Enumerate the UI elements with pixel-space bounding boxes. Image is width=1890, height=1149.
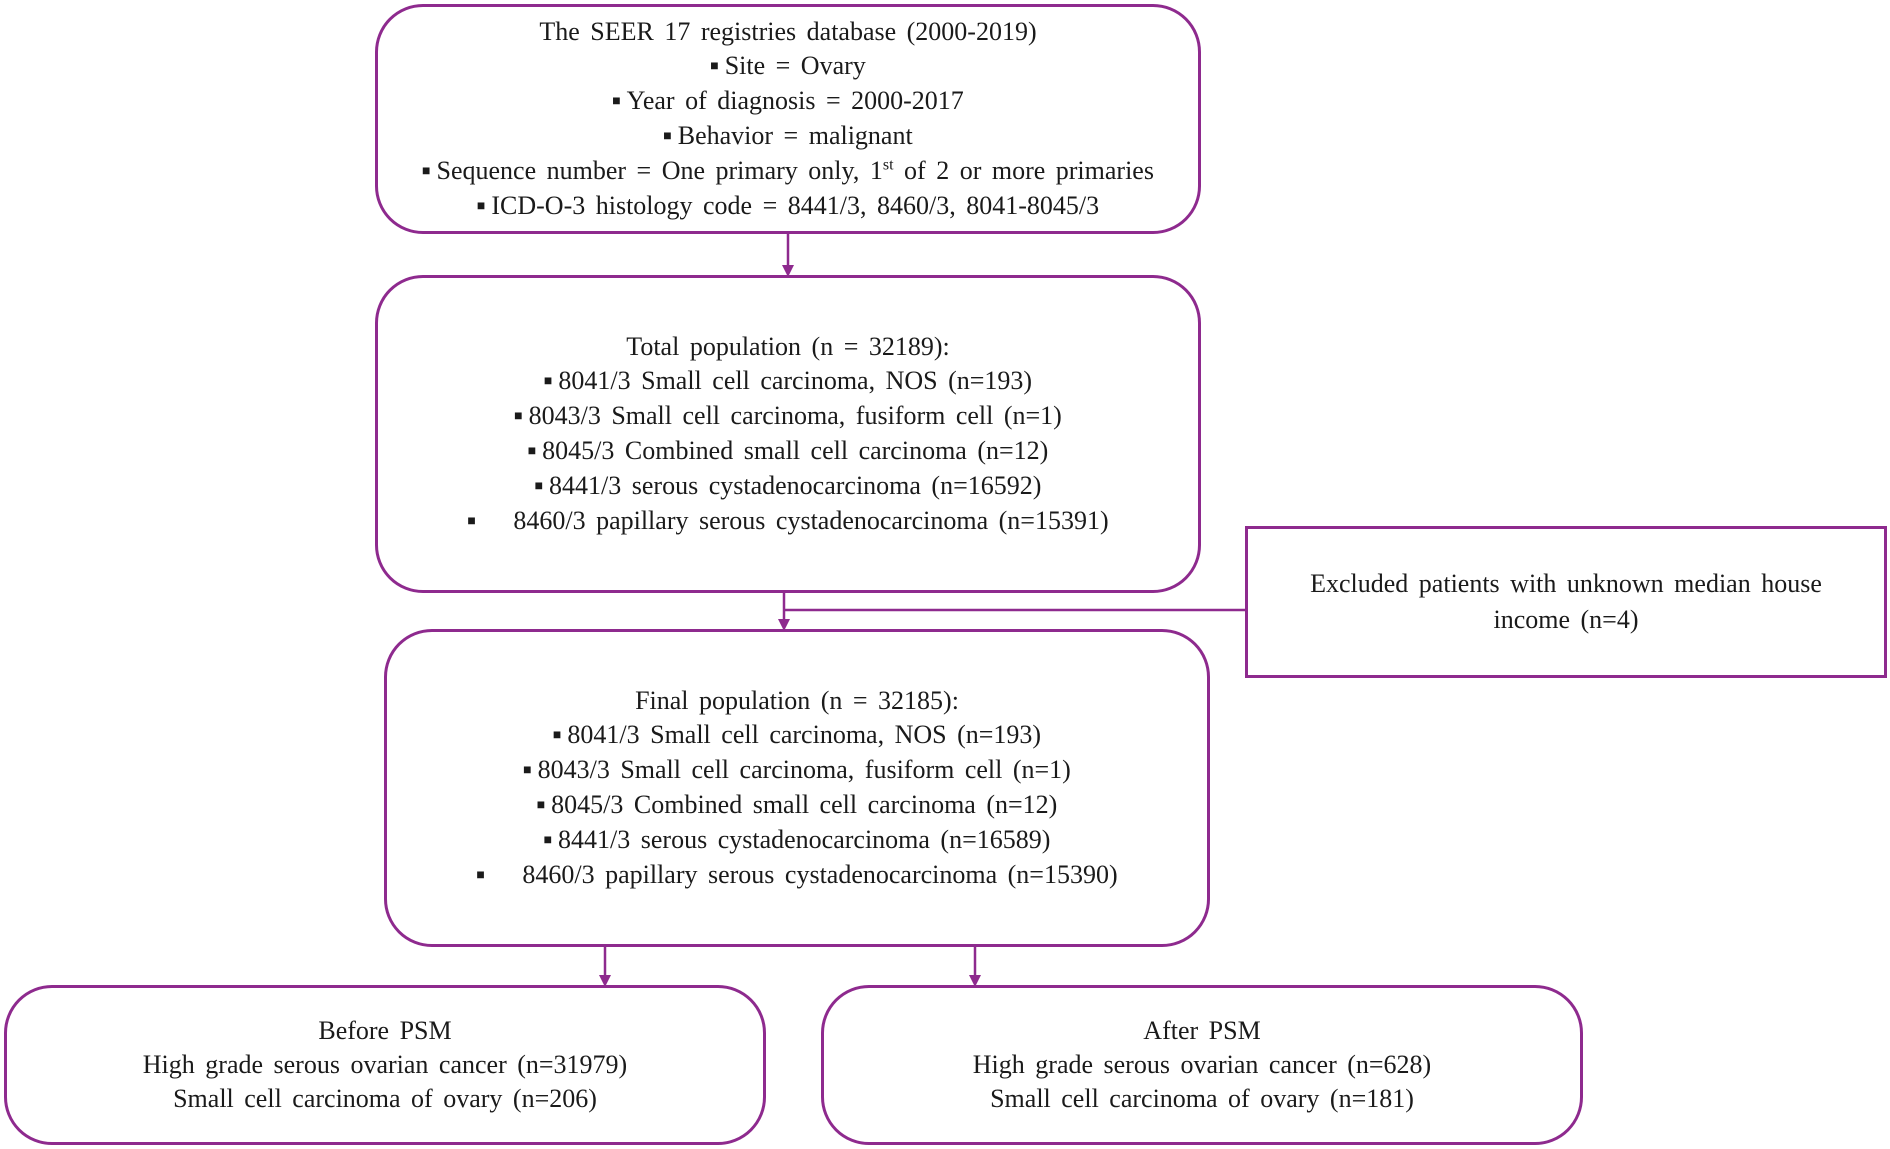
- final-population-box: Final population (n = 32185): ■8041/3 Sm…: [384, 629, 1210, 947]
- source-item-behavior: ■Behavior = malignant: [663, 120, 913, 150]
- total-title: Total population (n = 32189):: [626, 331, 950, 361]
- bullet-icon: ■: [536, 797, 546, 813]
- excluded-text: Excluded patients with unknown median ho…: [1310, 569, 1822, 634]
- before-psm-line: Small cell carcinoma of ovary (n=206): [173, 1084, 597, 1113]
- bullet-icon: ■: [663, 128, 672, 144]
- total-population-box: Total population (n = 32189): ■8041/3 Sm…: [375, 275, 1201, 593]
- before-psm-box: Before PSM High grade serous ovarian can…: [4, 985, 766, 1145]
- bullet-icon: ■: [710, 58, 719, 74]
- total-item: ■8045/3 Combined small cell carcinoma (n…: [527, 435, 1049, 465]
- bullet-icon: ■: [543, 832, 553, 848]
- final-item: ■8041/3 Small cell carcinoma, NOS (n=193…: [552, 719, 1042, 749]
- bullet-icon: ■: [552, 727, 562, 743]
- total-item: ■8441/3 serous cystadenocarcinoma (n=165…: [534, 470, 1042, 500]
- total-item: ■8043/3 Small cell carcinoma, fusiform c…: [514, 400, 1062, 430]
- after-psm-line: High grade serous ovarian cancer (n=628): [972, 1050, 1432, 1079]
- excluded-patients-box: Excluded patients with unknown median ho…: [1245, 526, 1887, 678]
- final-item: ■ 8460/3 papillary serous cystadenocarci…: [476, 859, 1118, 889]
- source-database-box: The SEER 17 registries database (2000-20…: [375, 4, 1201, 234]
- before-psm-title: Before PSM: [318, 1016, 452, 1045]
- bullet-icon: ■: [476, 198, 486, 214]
- final-item: ■8043/3 Small cell carcinoma, fusiform c…: [523, 754, 1071, 784]
- bullet-icon: ■: [527, 443, 537, 459]
- after-psm-title: After PSM: [1143, 1016, 1261, 1045]
- final-title: Final population (n = 32185):: [635, 685, 959, 715]
- after-psm-line: Small cell carcinoma of ovary (n=181): [990, 1084, 1414, 1113]
- bullet-icon: ■: [612, 93, 621, 109]
- source-item-site: ■Site = Ovary: [710, 50, 866, 80]
- bullet-icon: ■: [514, 408, 523, 424]
- bullet-icon: ■: [523, 762, 532, 778]
- source-title: The SEER 17 registries database (2000-20…: [539, 16, 1037, 46]
- source-item-sequence: ■Sequence number = One primary only, 1st…: [422, 155, 1154, 185]
- source-item-year: ■Year of diagnosis = 2000-2017: [612, 85, 964, 115]
- total-item: ■8041/3 Small cell carcinoma, NOS (n=193…: [543, 365, 1033, 395]
- source-item-histology: ■ICD-O-3 histology code = 8441/3, 8460/3…: [476, 190, 1100, 220]
- final-item: ■8441/3 serous cystadenocarcinoma (n=165…: [543, 824, 1051, 854]
- bullet-icon: ■: [534, 478, 544, 494]
- bullet-icon: ■: [467, 513, 476, 529]
- final-item: ■8045/3 Combined small cell carcinoma (n…: [536, 789, 1058, 819]
- bullet-icon: ■: [543, 373, 553, 389]
- before-psm-line: High grade serous ovarian cancer (n=3197…: [142, 1050, 628, 1079]
- bullet-icon: ■: [476, 867, 485, 883]
- after-psm-box: After PSM High grade serous ovarian canc…: [821, 985, 1583, 1145]
- total-item: ■ 8460/3 papillary serous cystadenocarci…: [467, 505, 1109, 535]
- bullet-icon: ■: [422, 163, 431, 179]
